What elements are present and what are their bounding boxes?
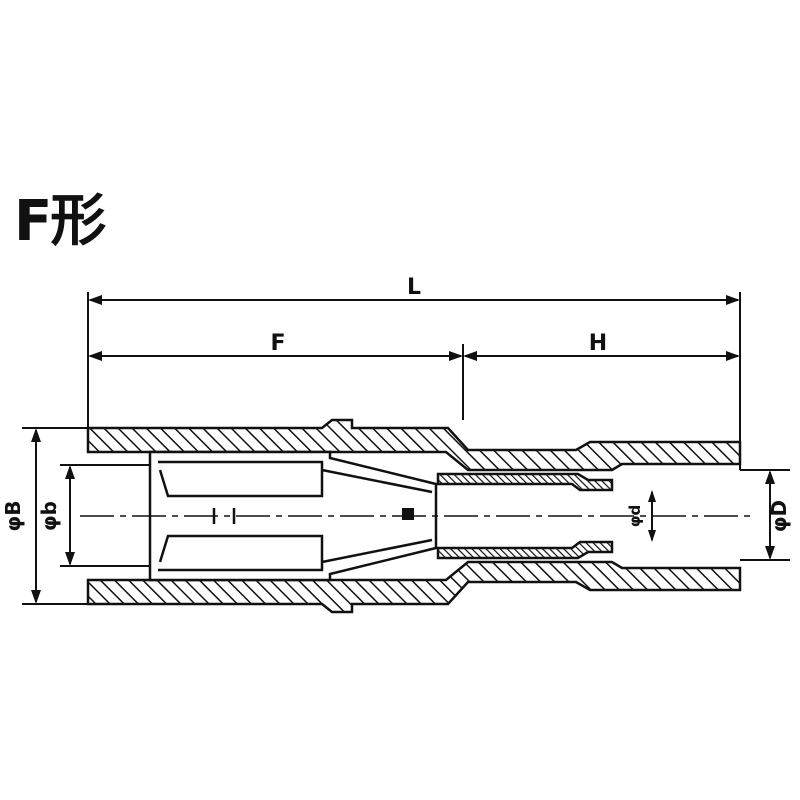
dim-label-phi-D: φD <box>767 500 791 532</box>
figure-title: F形 <box>14 189 106 254</box>
dim-label-H: H <box>589 331 607 356</box>
dim-label-L: L <box>407 275 421 300</box>
dim-label-F: F <box>270 331 285 356</box>
dim-label-phi-b: φb <box>37 501 61 531</box>
sleeve-bottom-wall <box>86 560 742 614</box>
dim-label-phi-B: φB <box>1 501 25 532</box>
crimp-barrel-bottom <box>436 540 614 560</box>
sleeve-top-wall <box>86 418 742 472</box>
crimp-barrel-top <box>436 472 614 492</box>
contact-marker <box>402 508 414 520</box>
dim-label-phi-d: φd <box>626 505 644 527</box>
dimension-lines <box>22 292 790 605</box>
